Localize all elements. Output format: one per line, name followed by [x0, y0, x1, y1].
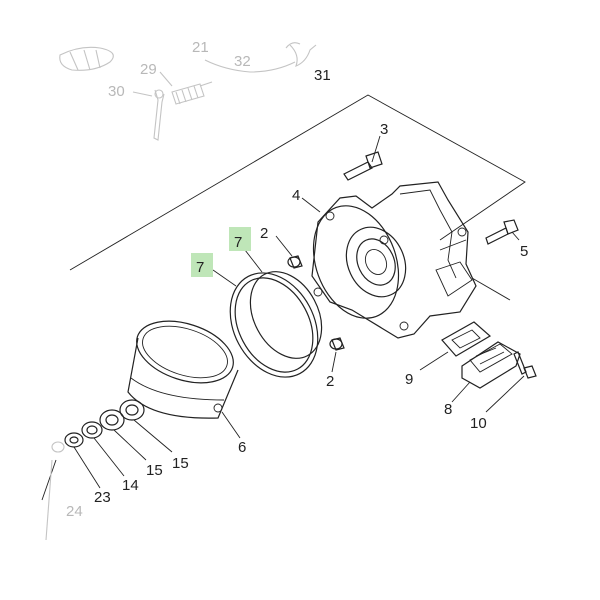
label-6: 6	[238, 439, 246, 456]
o-ring-outer	[229, 272, 319, 378]
highlight-7-b	[229, 227, 251, 251]
bearing-15-large	[119, 399, 145, 421]
leader-lines	[73, 135, 525, 489]
label-14: 14	[122, 477, 139, 494]
impeller-liner	[127, 320, 239, 419]
bearing-15-small	[99, 409, 125, 431]
cover-8	[461, 341, 521, 389]
bolt-10	[513, 351, 537, 379]
label-30: 30	[108, 83, 125, 100]
seal-14	[81, 421, 103, 439]
label-23: 23	[94, 489, 111, 506]
label-3: 3	[380, 121, 388, 138]
label-9: 9	[405, 371, 413, 388]
label-8: 8	[444, 401, 452, 418]
highlight-7-a	[191, 253, 213, 277]
ring-24	[51, 441, 65, 453]
label-29: 29	[140, 61, 157, 78]
guide-lines	[41, 94, 526, 541]
label-15-b: 15	[146, 462, 163, 479]
label-4: 4	[292, 187, 300, 204]
label-31: 31	[314, 67, 331, 84]
label-21: 21	[192, 39, 209, 56]
seal-23	[64, 432, 84, 448]
dowel-pin-top	[287, 255, 303, 269]
label-5: 5	[520, 243, 528, 260]
bolt-5	[485, 219, 519, 245]
label-15-a: 15	[172, 455, 189, 472]
label-24: 24	[66, 503, 83, 520]
gasket-9	[441, 321, 492, 357]
dowel-pin-bottom	[329, 337, 345, 351]
label-7-a: 7	[196, 259, 204, 276]
label-2-bottom: 2	[326, 373, 334, 390]
label-2-top: 2	[260, 225, 268, 242]
faded-upper-parts	[59, 42, 317, 141]
label-10: 10	[470, 415, 487, 432]
o-ring-inner	[249, 271, 323, 359]
pump-housing	[311, 181, 477, 339]
label-32: 32	[234, 53, 251, 70]
bolt-3	[343, 151, 383, 181]
label-7-b: 7	[234, 234, 242, 251]
